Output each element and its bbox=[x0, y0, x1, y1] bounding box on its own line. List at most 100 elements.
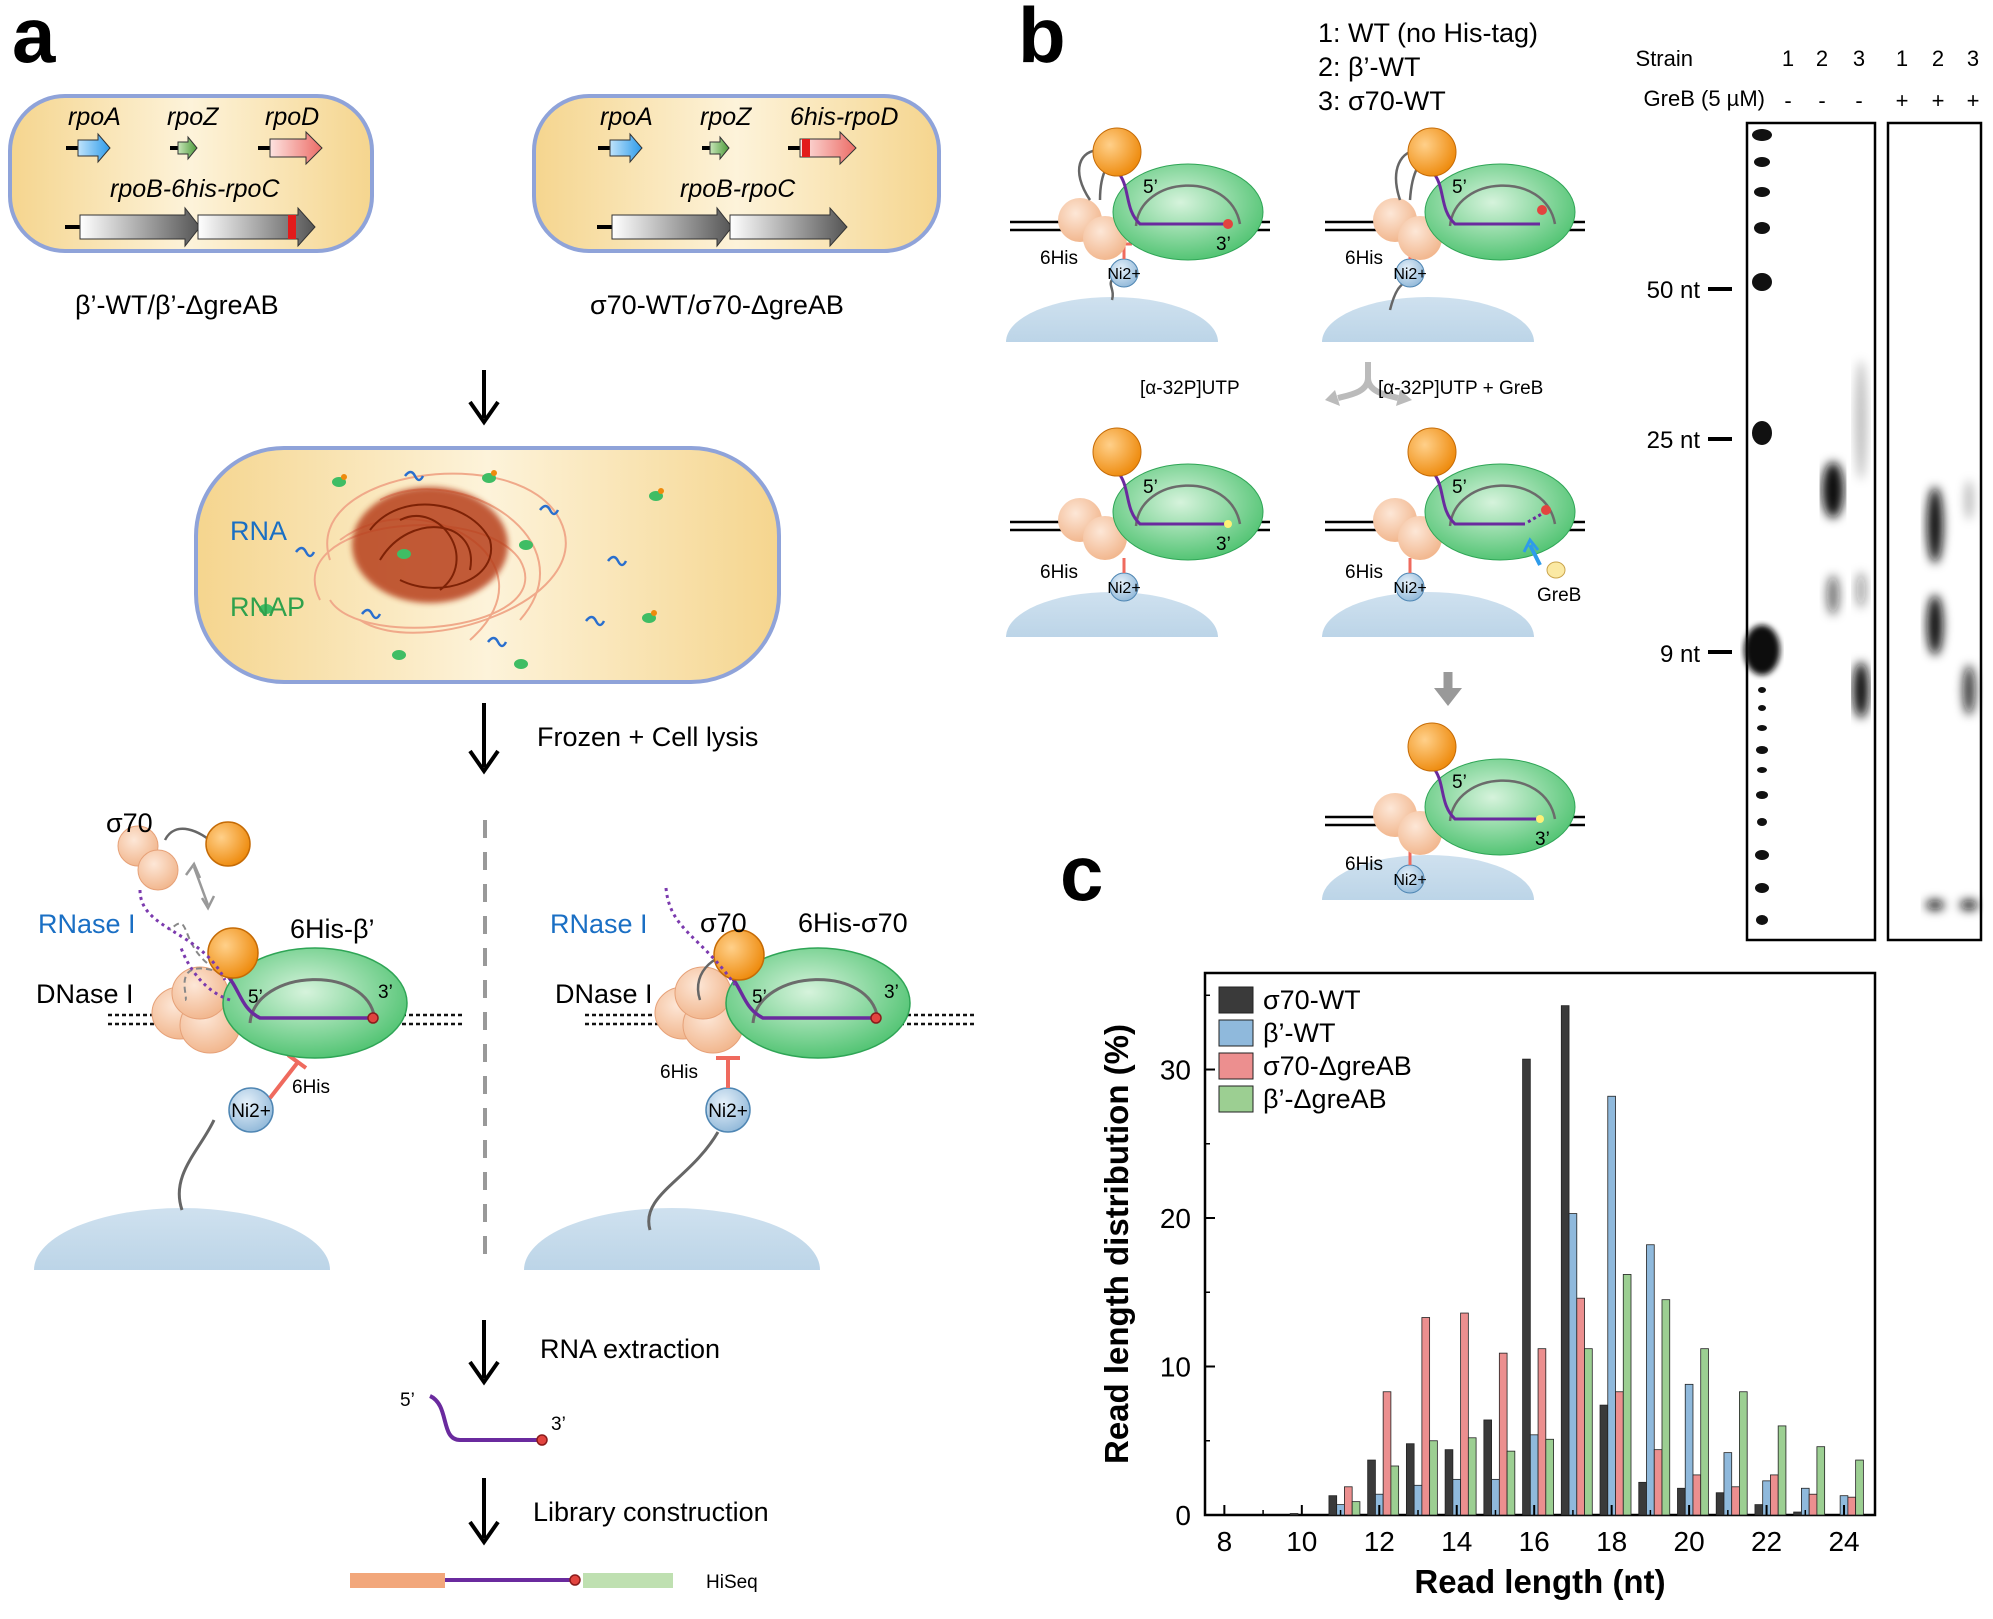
b-complex-5: Ni2+ 6His 5’ 3’ bbox=[1310, 722, 1585, 950]
flow-arrow-3 bbox=[468, 1320, 500, 1386]
legend-swatch-4 bbox=[1218, 1085, 1254, 1113]
b-down-arrow bbox=[1434, 672, 1462, 706]
strain-label: Strain bbox=[1636, 46, 1693, 71]
greb-sign-1: - bbox=[1784, 88, 1791, 113]
right-sigma: σ70 bbox=[700, 908, 747, 938]
b1-3prime: 3’ bbox=[1216, 234, 1231, 255]
x-tick-label-10: 10 bbox=[1286, 1526, 1317, 1557]
left-6his: 6His bbox=[292, 1077, 330, 1098]
bar-1-19 bbox=[1638, 1481, 1647, 1516]
left-5prime: 5’ bbox=[248, 987, 263, 1008]
greb-sign-3: - bbox=[1855, 88, 1862, 113]
rnap-label: RNAP bbox=[230, 592, 305, 622]
step-rna-extraction: RNA extraction bbox=[540, 1334, 720, 1364]
left-tag-label: 6His-β’ bbox=[290, 914, 375, 944]
left-3prime: 3’ bbox=[378, 982, 393, 1003]
rna-product: 5’ 3’ bbox=[400, 1390, 566, 1446]
right-ni: Ni2+ bbox=[708, 1101, 748, 1122]
bar-3-22 bbox=[1770, 1474, 1779, 1516]
bar-4-16 bbox=[1545, 1438, 1554, 1516]
flow-arrow-1 bbox=[468, 370, 500, 426]
lane-6: 3 bbox=[1967, 46, 1979, 71]
bar-1-23 bbox=[1793, 1511, 1802, 1516]
cell-1-caption: β’-WT/β’-ΔgreAB bbox=[75, 290, 279, 320]
bar-2-15 bbox=[1491, 1478, 1500, 1516]
step-cell-lysis: Frozen + Cell lysis bbox=[537, 722, 758, 752]
b4-5prime: 5’ bbox=[1452, 477, 1467, 498]
b-complex-4: Ni2+ 6His 5’ GreB bbox=[1310, 427, 1585, 687]
bar-2-21 bbox=[1723, 1452, 1733, 1516]
cell-1: rpoA rpoZ rpoD rpoB-6his-rpoC β’-WT/β’-Δ… bbox=[8, 94, 374, 320]
bar-3-13 bbox=[1421, 1317, 1431, 1516]
b5-3prime: 3’ bbox=[1535, 829, 1550, 850]
b2-ni: Ni2+ bbox=[1393, 266, 1426, 283]
left-complex: Ni2+ 6His 5’ 3’ 6His-β’ RNase I DNase I … bbox=[30, 808, 465, 1340]
b4-ni: Ni2+ bbox=[1393, 580, 1426, 597]
panel-c-letter: c bbox=[1060, 829, 1103, 917]
b4-greb: GreB bbox=[1537, 585, 1581, 606]
bars bbox=[1289, 1005, 1864, 1516]
bar-1-15 bbox=[1483, 1419, 1492, 1516]
gene-rpoz-2: rpoZ bbox=[700, 103, 752, 131]
bar-2-20 bbox=[1684, 1383, 1694, 1516]
bar-1-11 bbox=[1328, 1495, 1338, 1516]
y-tick-label-0: 0 bbox=[1175, 1500, 1191, 1531]
b5-ni: Ni2+ bbox=[1393, 872, 1426, 889]
right-dnase: DNase I bbox=[555, 979, 653, 1009]
lane-1: 1 bbox=[1782, 46, 1794, 71]
reaction-right: [α-32P]UTP + GreB bbox=[1378, 378, 1543, 399]
right-complex: Ni2+ 6His 5’ 3’ σ70 6His-σ70 RNase I DNa… bbox=[520, 887, 975, 1340]
bar-4-18 bbox=[1622, 1274, 1632, 1516]
cell-2: rpoA rpoZ 6his-rpoD rpoB-rpoC σ70-WT/σ70… bbox=[532, 94, 941, 320]
y-tick-label-20: 20 bbox=[1160, 1203, 1191, 1234]
bar-1-21 bbox=[1715, 1492, 1725, 1516]
y-axis-title: Read length distribution (%) bbox=[1098, 1024, 1135, 1464]
bar-3-11 bbox=[1344, 1486, 1353, 1516]
x-tick-label-8: 8 bbox=[1217, 1526, 1233, 1557]
left-dnase: DNase I bbox=[36, 979, 134, 1009]
gene-rpod-1: rpoD bbox=[265, 103, 319, 131]
bar-1-14 bbox=[1444, 1449, 1454, 1516]
gene-rpoz-1: rpoZ bbox=[167, 103, 219, 131]
bar-1-13 bbox=[1405, 1443, 1415, 1516]
x-tick-label-22: 22 bbox=[1751, 1526, 1782, 1557]
b-complex-3: Ni2+ 6His 5’ 3’ bbox=[1000, 427, 1270, 687]
bar-1-10 bbox=[1289, 1513, 1299, 1516]
marker-25: 25 nt bbox=[1647, 427, 1701, 454]
flow-arrow-4 bbox=[468, 1478, 500, 1546]
b3-ni: Ni2+ bbox=[1107, 580, 1140, 597]
legend-label-2: β’-WT bbox=[1263, 1018, 1336, 1048]
bar-3-20 bbox=[1692, 1474, 1702, 1516]
rpoa-gene-arrow-1 bbox=[77, 132, 111, 164]
bar-1-18 bbox=[1599, 1404, 1609, 1516]
rpoz-gene-arrow-1 bbox=[177, 135, 198, 161]
legend-b-2: 2: β’-WT bbox=[1318, 52, 1421, 82]
bar-4-23 bbox=[1816, 1446, 1826, 1516]
x-tick-label-18: 18 bbox=[1596, 1526, 1627, 1557]
bar-4-15 bbox=[1506, 1450, 1516, 1516]
bar-1-16 bbox=[1522, 1058, 1531, 1516]
hiseq-label: HiSeq bbox=[706, 1572, 758, 1593]
x-axis-title: Read length (nt) bbox=[1414, 1563, 1665, 1600]
bar-3-16 bbox=[1537, 1348, 1547, 1516]
greb-sign-2: - bbox=[1818, 88, 1825, 113]
bar-4-24 bbox=[1855, 1459, 1864, 1516]
legend-label-4: β’-ΔgreAB bbox=[1263, 1084, 1387, 1114]
panel-b-letter: b bbox=[1018, 0, 1066, 79]
b3-3prime: 3’ bbox=[1216, 534, 1231, 555]
bar-3-21 bbox=[1731, 1486, 1740, 1516]
bar-3-12 bbox=[1382, 1391, 1392, 1516]
x-tick-label-12: 12 bbox=[1364, 1526, 1395, 1557]
reaction-left: [α-32P]UTP bbox=[1140, 378, 1240, 399]
left-rnase: RNase I bbox=[38, 909, 136, 939]
bar-3-24 bbox=[1847, 1496, 1857, 1516]
b1-ni: Ni2+ bbox=[1107, 266, 1140, 283]
greb-sign-6: + bbox=[1967, 88, 1980, 113]
b-complex-1: Ni2+ 6His 5’ 3’ bbox=[1000, 127, 1270, 392]
marker-50: 50 nt bbox=[1647, 277, 1701, 304]
bar-4-14 bbox=[1467, 1437, 1477, 1516]
gene-rpob-rpoc-1: rpoB-6his-rpoC bbox=[110, 175, 280, 203]
bar-2-16 bbox=[1529, 1434, 1539, 1516]
